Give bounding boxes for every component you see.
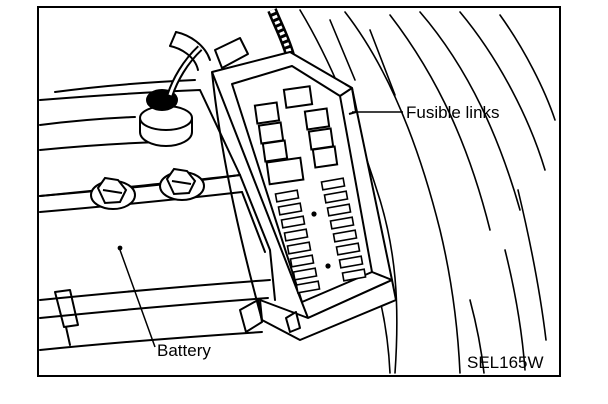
fusible-link-blocks [253, 85, 339, 186]
fusible-links-label: Fusible links [406, 103, 500, 122]
battery-label: Battery [157, 341, 211, 360]
figure-code: SEL165W [467, 353, 544, 372]
fuse-box-rivets [311, 211, 331, 269]
body-panel [299, 9, 556, 374]
fuse-slots-left [274, 189, 321, 294]
leader-lines [119, 111, 403, 348]
battery-cable [169, 31, 211, 71]
battery-vent-cap-right [159, 167, 205, 201]
fuse-slots-right [320, 177, 367, 282]
battery-terminal [139, 45, 203, 147]
battery [39, 79, 276, 351]
battery-leader-dot [117, 245, 123, 251]
battery-vent-cap-left [90, 176, 136, 210]
